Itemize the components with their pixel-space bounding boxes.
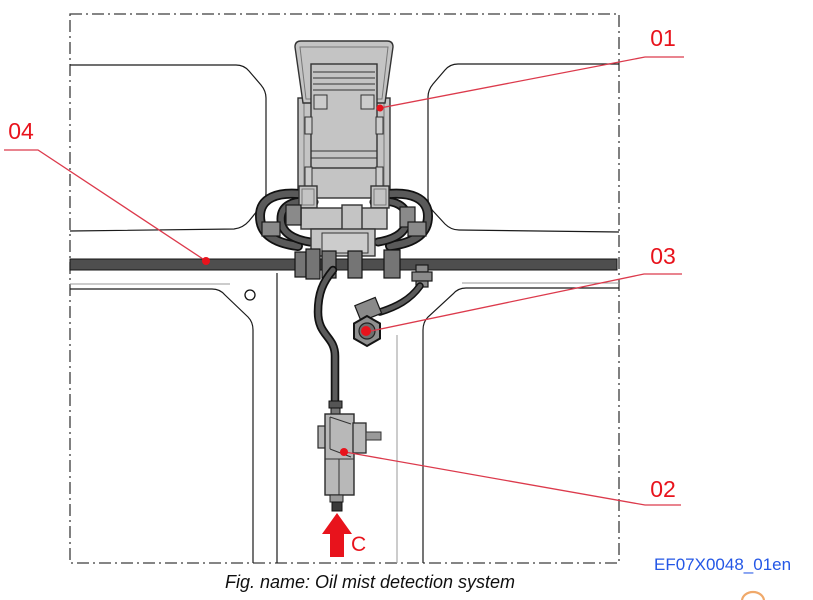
- panel-bottom-right: [422, 287, 619, 563]
- manifold-bracket-right-inner: [373, 188, 387, 206]
- detector-clip-right-lower: [375, 166, 384, 187]
- loop-fitting-left-outer: [261, 221, 281, 237]
- drain-piping: [313, 264, 433, 415]
- branch-nut-top: [415, 264, 429, 273]
- rail-fittings: [294, 248, 401, 280]
- valve-bottom-collar: [329, 494, 344, 503]
- valve-side-rod: [365, 431, 382, 441]
- manifold-lower-window: [321, 232, 369, 254]
- valve-side-block: [352, 422, 367, 454]
- mounting-rail: [69, 258, 618, 271]
- leader-01: [379, 56, 684, 109]
- panel-top-right: [427, 63, 620, 233]
- loop-fitting-right-outer: [407, 221, 427, 237]
- detector-face-lines: [311, 71, 377, 159]
- leader-04: [4, 149, 207, 262]
- callout-label-03: 03: [650, 243, 676, 269]
- leader-dot-01: [376, 104, 384, 112]
- flow-direction-label: C: [351, 533, 367, 556]
- leader-dot-03: [361, 326, 371, 336]
- panel-bottom-left: [70, 288, 254, 563]
- panel-top-left: [69, 64, 267, 232]
- hex-connector-fitting: [353, 296, 383, 348]
- detector-face-plate: [310, 63, 378, 169]
- leader-02: [344, 451, 681, 506]
- callout-label-04: 04: [8, 118, 34, 144]
- drain-valve-unit: [317, 400, 382, 512]
- drawing-code: EF07X0048_01en: [654, 555, 792, 574]
- elbow-block: [354, 296, 383, 323]
- flow-direction-arrow: [322, 513, 352, 557]
- panel-bolt-hole: [244, 289, 256, 301]
- loop-fitting-left-upper: [285, 204, 302, 226]
- rail-fitting: [305, 248, 321, 280]
- leader-dot-02: [340, 448, 348, 456]
- valve-bottom-nipple: [331, 501, 343, 512]
- leader-03: [370, 273, 682, 332]
- rail-fitting: [294, 251, 307, 278]
- detector-clip-right-upper: [375, 116, 384, 135]
- oil-mist-detector-unit: [294, 40, 394, 199]
- detector-manifold: [261, 185, 427, 257]
- callout-label-01: 01: [650, 25, 676, 51]
- leader-dot-04: [202, 257, 210, 265]
- loop-right-outer: [376, 190, 432, 250]
- logo-arc-icon: [741, 590, 765, 600]
- detector-window-left: [313, 94, 328, 110]
- detector-clip-left-lower: [304, 166, 313, 187]
- engine-panels: [69, 63, 620, 563]
- figure-caption: Fig. name: Oil mist detection system: [224, 572, 516, 592]
- detector-top-cover-inner: [299, 46, 389, 100]
- callout-label-02: 02: [650, 476, 676, 502]
- loop-left-inner: [278, 198, 317, 245]
- sampling-tube-loops: [254, 188, 434, 251]
- branch-nut-mid: [411, 271, 433, 282]
- callout-leaders: [4, 56, 684, 506]
- rail-fitting: [383, 249, 401, 279]
- drain-pipe: [315, 267, 338, 413]
- detector-clip-left-upper: [304, 116, 313, 135]
- detector-body-inner-lines: [303, 100, 385, 196]
- loop-left-outer: [256, 190, 312, 250]
- rail-fitting: [347, 250, 363, 279]
- manifold-bracket-left-inner: [301, 188, 315, 206]
- valve-top-connector: [328, 400, 343, 409]
- branch-pipe: [377, 283, 423, 315]
- detector-window-right: [360, 94, 375, 110]
